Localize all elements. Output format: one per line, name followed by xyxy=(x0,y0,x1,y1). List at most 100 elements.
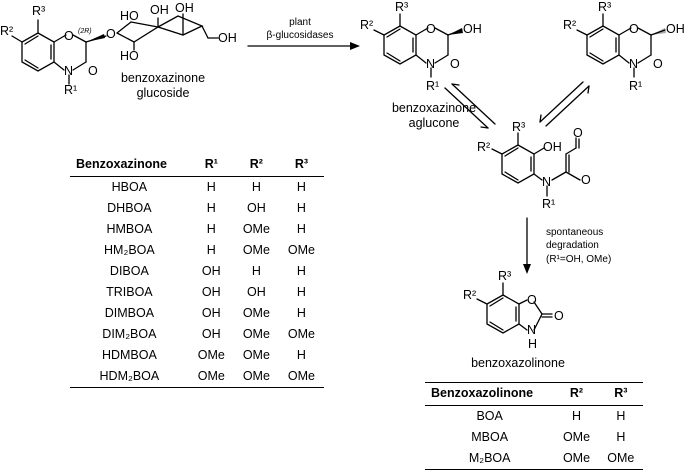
benzoxazolinone-header-r2: R² xyxy=(554,382,599,406)
benzoxazolinone-header-r3: R³ xyxy=(598,382,643,406)
r1-value: OH xyxy=(201,327,221,341)
r3-value: H xyxy=(616,430,626,444)
glucoside-carbonyl-o: O xyxy=(88,64,98,78)
benzoxazolinone-r3: R³ xyxy=(498,269,511,283)
compound-name: DIMBOA xyxy=(104,306,155,320)
arrow-caption: plant β-glucosidases xyxy=(267,17,334,41)
open-chain-r1: R¹ xyxy=(542,197,555,211)
open-chain-amide-o: O xyxy=(581,173,591,187)
r2-value: OMe xyxy=(242,327,270,341)
aglucone-caption-line1: benzoxazinone xyxy=(392,101,476,115)
r2-value: OMe xyxy=(562,430,591,444)
degradation-caption-line2: degradation xyxy=(546,240,599,251)
r1-value: OH xyxy=(201,285,221,299)
glucoside-caption-line2: glucoside xyxy=(137,86,190,100)
aglucone-ring-o: O xyxy=(426,22,436,36)
aglucone-atom-labels: R³ R² O N O R¹ OH xyxy=(360,0,482,93)
r3-value: H xyxy=(296,201,306,215)
enantiomer-r1: R¹ xyxy=(629,79,642,93)
open-chain-r3: R³ xyxy=(512,120,525,134)
glucose-oh-3: OH xyxy=(218,31,237,45)
degradation-caption-line1: spontaneous xyxy=(546,227,603,238)
enantiomer-r3: R³ xyxy=(598,0,611,14)
equilibrium-arrow-right xyxy=(539,81,590,127)
glucoside-ring-o: O xyxy=(64,29,74,43)
enantiomer-carbonyl-o: O xyxy=(653,57,663,71)
glucoside-ring-n: N xyxy=(64,64,73,78)
glucose-oh-2: OH xyxy=(175,1,194,15)
compound-name: M₂BOA xyxy=(468,451,511,465)
benzoxazolinone-carbonyl-o: O xyxy=(554,309,564,323)
glucoside-r3: R³ xyxy=(32,4,45,18)
benzoxazolinone-atom-labels: R³ R² O N H O xyxy=(463,269,564,351)
open-chain-atom-labels: R³ R² OH N R¹ O O xyxy=(477,120,591,211)
benzoxazolinone-nh: H xyxy=(528,337,537,351)
r3-value: H xyxy=(296,285,306,299)
degradation-caption-line3: (R¹=OH, OMe) xyxy=(546,254,611,265)
aglucone-ring-n: N xyxy=(426,57,435,71)
benzoxazolinone-r2: R² xyxy=(463,288,476,302)
aglucone-r3: R³ xyxy=(395,0,408,14)
compound-name: BOA xyxy=(476,409,503,423)
benzoxazinone-header-r3: R³ xyxy=(278,154,324,177)
aglucone-ring xyxy=(373,13,463,78)
compound-name: TRIBOA xyxy=(106,285,153,299)
r1-value: OH xyxy=(201,264,221,278)
enantiomer-ring-o: O xyxy=(629,22,639,36)
r3-value: H xyxy=(296,222,306,236)
benzoxazolinone-ring-n: N xyxy=(527,323,536,337)
equilibrium-arrow-left xyxy=(444,83,496,129)
benzoxazolinone-header-name: Benzoxazolinone xyxy=(425,382,555,406)
enantiomer-atom-labels: R³ R² O N O R¹ OH xyxy=(563,0,685,93)
compound-name: HM₂BOA xyxy=(104,243,155,257)
aglucone-r1: R¹ xyxy=(426,79,439,93)
open-chain-intermediate xyxy=(491,132,581,197)
arrow-caption-enzyme: β-glucosidases xyxy=(267,30,334,41)
r1-value: OMe xyxy=(197,369,225,383)
aglucone-oh: OH xyxy=(463,22,482,36)
compound-name: HBOA xyxy=(111,180,148,194)
r3-value: H xyxy=(616,409,626,423)
r1-value: H xyxy=(206,201,216,215)
glucoside-link-o: O xyxy=(106,27,116,41)
r2-value: H xyxy=(251,180,261,194)
r3-value: H xyxy=(296,348,306,362)
r1-value: H xyxy=(206,222,216,236)
open-chain-oh: OH xyxy=(543,140,562,154)
r1-value: H xyxy=(206,180,216,194)
glucoside-oxazinone-ring xyxy=(53,34,107,85)
compound-name: DIM₂BOA xyxy=(102,327,157,341)
r2-value: OMe xyxy=(242,348,270,362)
enantiomer-oh: OH xyxy=(666,22,685,36)
r2-value: H xyxy=(571,409,582,423)
benzoxazolinone-caption: benzoxazolinone xyxy=(471,356,565,370)
glucoside-r1: R¹ xyxy=(64,83,77,97)
glucose-ring xyxy=(116,13,219,51)
benzoxazinone-header-name: Benzoxazinone xyxy=(70,154,189,177)
benzoxazolinone-table-header: Benzoxazolinone R² R³ xyxy=(425,382,643,406)
r1-value: OMe xyxy=(197,348,225,362)
r2-value: H xyxy=(251,264,261,278)
enantiomer-ring-n: N xyxy=(629,57,638,71)
r2-value: OMe xyxy=(242,306,270,320)
glucoside-caption-line1: benzoxazinone xyxy=(121,71,205,85)
r1-value: OH xyxy=(201,306,221,320)
aglucone-caption-line2: aglucone xyxy=(409,116,460,130)
r1-value: H xyxy=(206,243,216,257)
aglucone-caption: benzoxazinone aglucone xyxy=(392,101,476,130)
benzoxazinone-header-r2: R² xyxy=(233,154,279,177)
open-chain-r2: R² xyxy=(477,140,490,154)
